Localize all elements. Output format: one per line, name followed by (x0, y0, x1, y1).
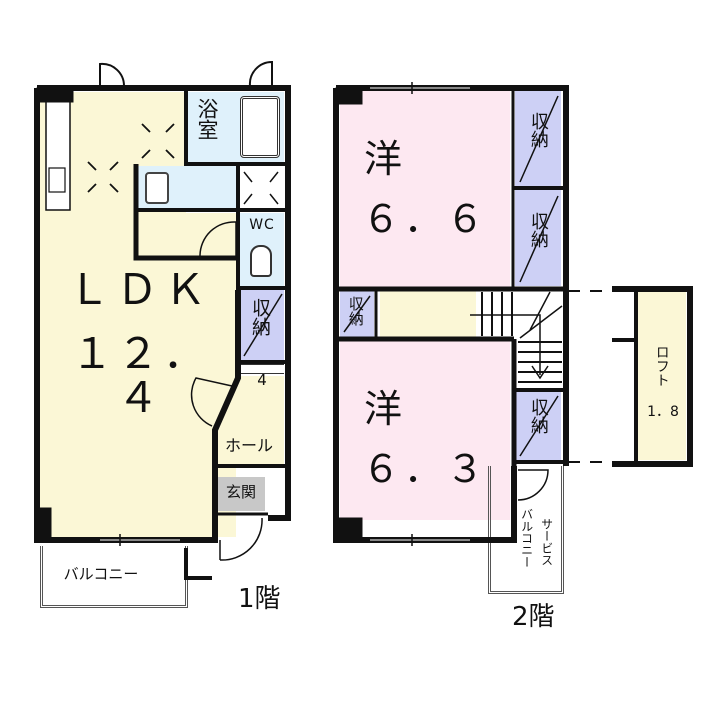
service-balcony-label-2: バルコニー (519, 508, 534, 568)
closet-3-label: 収納 (346, 296, 365, 326)
shoe-cabinet (240, 364, 284, 374)
room-western-1 (340, 90, 510, 287)
service-balcony-label-1: サービス (539, 518, 554, 566)
loft-size: 1．8 (647, 404, 679, 420)
bathtub (240, 96, 280, 158)
loft-label: ロフト (653, 345, 670, 387)
western-1-size: ６．６ (361, 197, 488, 241)
room-entrance (217, 477, 265, 511)
washbasin-icon (145, 172, 169, 204)
entrance-shoe-area (265, 467, 285, 515)
shoe-cabinet-label: 4 (257, 371, 267, 389)
western-2-size: ６．３ (361, 447, 488, 491)
room-closet-small (138, 213, 236, 255)
ldk-size: １２．４ (70, 329, 209, 423)
service-balcony-outline (488, 466, 564, 594)
western-2-label: 洋 (364, 387, 403, 431)
bath-label: 浴室 (195, 98, 220, 140)
ldk-label: ＬＤＫ (67, 265, 212, 314)
closet-4-label: 収納 (527, 398, 549, 434)
room-western-2 (340, 340, 510, 520)
wc-label: WC (249, 217, 275, 233)
balcony-label: バルコニー (63, 565, 139, 583)
floor-1-label: 1階 (238, 584, 281, 614)
hall-label: ホール (224, 436, 273, 455)
closet-2-label: 収納 (527, 212, 549, 248)
room-loft (638, 292, 686, 460)
western-1-label: 洋 (364, 137, 403, 181)
floor-2-label: 2階 (512, 602, 555, 632)
room-hall (215, 376, 284, 464)
room-corridor (380, 291, 476, 337)
closet-1-label: 収納 (527, 112, 549, 148)
entrance-label: 玄関 (225, 483, 256, 501)
toilet-icon (250, 245, 272, 277)
storage-label: 収納 (248, 298, 271, 336)
